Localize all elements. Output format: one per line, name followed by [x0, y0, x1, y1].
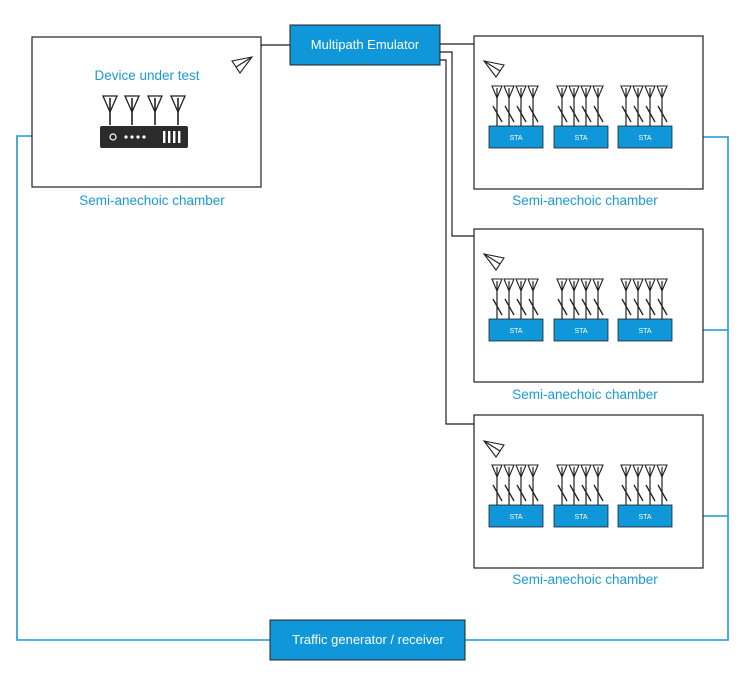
antenna-icon	[580, 464, 592, 505]
sta-label: STA	[638, 135, 651, 142]
sta-chamber-box	[473, 35, 704, 190]
antenna-icon	[592, 278, 604, 319]
antenna-icon	[527, 464, 539, 505]
sta-box	[553, 318, 609, 342]
antenna-icon	[620, 278, 632, 319]
antenna-icon	[656, 278, 668, 319]
sta-box	[488, 318, 544, 342]
antenna-icon	[592, 85, 604, 126]
antenna-icon	[632, 464, 644, 505]
dut-chamber-box	[31, 36, 262, 188]
sta-chamber: Semi-anechoic chamber	[473, 414, 704, 587]
antenna-icon	[482, 253, 505, 271]
antenna-icon	[482, 60, 505, 78]
antenna-icon	[482, 440, 505, 458]
antenna-icon	[632, 278, 644, 319]
sta-chambers: Semi-anechoic chamber Semi-anechoic cham…	[473, 35, 704, 587]
antenna-icon	[568, 464, 580, 505]
antenna-icon	[656, 464, 668, 505]
antenna-icon	[580, 278, 592, 319]
sta-chamber: Semi-anechoic chamber	[473, 35, 704, 208]
dut-title: Device under test	[94, 68, 199, 83]
sta-stations: STA STA STA STA STA STA STA STA STA	[488, 85, 673, 528]
sta-box	[488, 504, 544, 528]
antenna-icon	[124, 95, 140, 125]
antenna-icon	[503, 85, 515, 126]
multipath-emulator-label: Multipath Emulator	[311, 37, 420, 52]
antenna-icon	[102, 95, 118, 125]
sta-station: STA	[488, 278, 544, 342]
antenna-icon	[620, 85, 632, 126]
sta-chamber-box	[473, 414, 704, 569]
traffic-generator-box	[269, 619, 466, 661]
antenna-icon	[147, 95, 163, 125]
sta-station: STA	[553, 278, 609, 342]
antenna-icon	[656, 85, 668, 126]
sta-label: STA	[509, 135, 522, 142]
sta-label: STA	[638, 328, 651, 335]
antenna-icon	[503, 278, 515, 319]
dut-chamber: Device under test Semi-anechoic chamber	[31, 36, 262, 208]
antenna-icon	[644, 278, 656, 319]
sta-station: STA	[617, 85, 673, 149]
sta-chamber: Semi-anechoic chamber	[473, 228, 704, 402]
sta-station: STA	[488, 464, 544, 528]
sta-chamber-label: Semi-anechoic chamber	[512, 387, 658, 402]
sta-station: STA	[617, 278, 673, 342]
router-icon	[100, 95, 188, 148]
antenna-icon	[568, 85, 580, 126]
sta-box	[488, 125, 544, 149]
sta-chamber-label: Semi-anechoic chamber	[512, 572, 658, 587]
antenna-icon	[515, 278, 527, 319]
antenna-icon	[491, 464, 503, 505]
antenna-icon	[644, 464, 656, 505]
sta-station: STA	[488, 85, 544, 149]
antenna-icon	[170, 95, 186, 125]
sta-box	[617, 125, 673, 149]
antenna-icon	[556, 278, 568, 319]
sta-chamber-box	[473, 228, 704, 383]
ethernet-cable	[16, 135, 270, 641]
sta-label: STA	[638, 514, 651, 521]
traffic-generator-label: Traffic generator / receiver	[292, 632, 444, 647]
sta-station: STA	[553, 464, 609, 528]
sta-label: STA	[509, 328, 522, 335]
sta-label: STA	[574, 328, 587, 335]
antenna-icon	[568, 278, 580, 319]
antenna-icon	[527, 278, 539, 319]
antenna-icon	[580, 85, 592, 126]
antenna-icon	[644, 85, 656, 126]
antenna-icon	[491, 85, 503, 126]
antenna-icon	[632, 85, 644, 126]
antenna-icon	[515, 85, 527, 126]
sta-box	[553, 504, 609, 528]
antenna-icon	[231, 56, 254, 74]
multipath-emulator-box	[289, 24, 441, 66]
antenna-icon	[556, 464, 568, 505]
sta-station: STA	[553, 85, 609, 149]
traffic-generator: Traffic generator / receiver	[269, 619, 466, 661]
sta-chamber-label: Semi-anechoic chamber	[512, 193, 658, 208]
antenna-icon	[620, 464, 632, 505]
antenna-icon	[503, 464, 515, 505]
sta-box	[617, 318, 673, 342]
antenna-icon	[556, 85, 568, 126]
sta-box	[553, 125, 609, 149]
antenna-icon	[491, 278, 503, 319]
sta-label: STA	[574, 514, 587, 521]
sta-box	[617, 504, 673, 528]
chamber-antennas	[231, 56, 505, 458]
multipath-emulator: Multipath Emulator	[289, 24, 441, 66]
antenna-icon	[515, 464, 527, 505]
antenna-icon	[592, 464, 604, 505]
sta-label: STA	[509, 514, 522, 521]
sta-station: STA	[617, 464, 673, 528]
antenna-icon	[527, 85, 539, 126]
sta-label: STA	[574, 135, 587, 142]
dut-chamber-label: Semi-anechoic chamber	[79, 193, 225, 208]
